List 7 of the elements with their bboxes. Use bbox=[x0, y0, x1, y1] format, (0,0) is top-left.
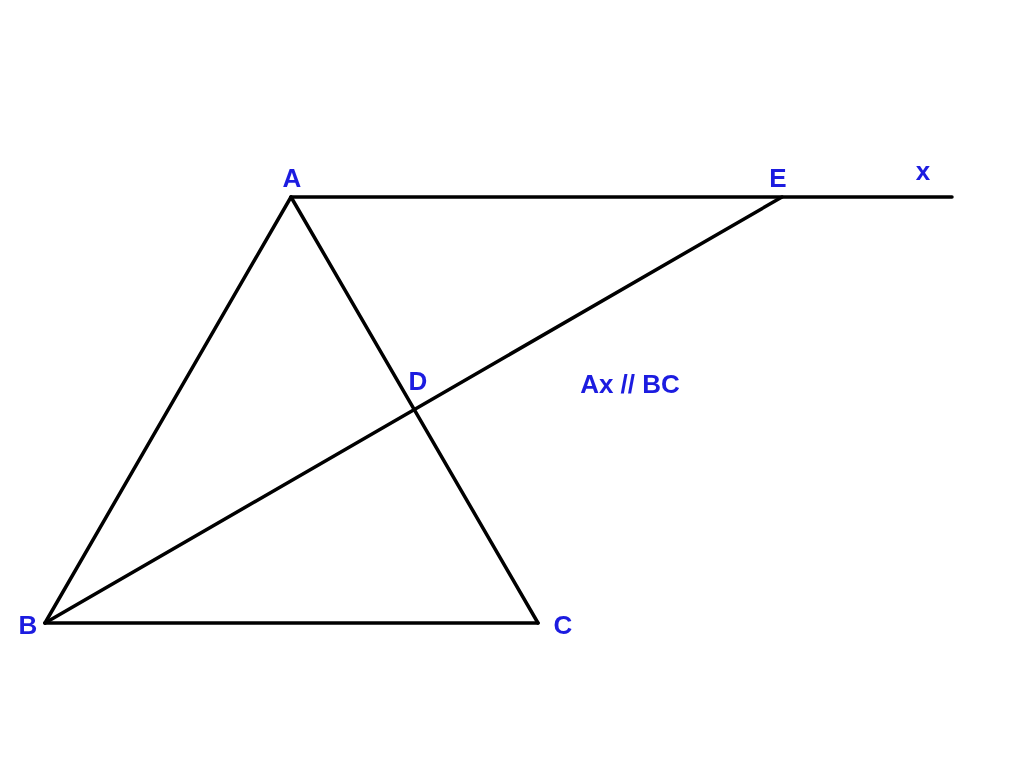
point-label: D bbox=[408, 368, 428, 394]
point-label: E bbox=[769, 165, 787, 191]
parallel-statement: Ax // BC bbox=[580, 371, 680, 397]
point-label: B bbox=[18, 612, 38, 638]
point-label: A bbox=[282, 165, 302, 191]
point-label: C bbox=[553, 612, 573, 638]
ray-label: x bbox=[915, 158, 931, 184]
